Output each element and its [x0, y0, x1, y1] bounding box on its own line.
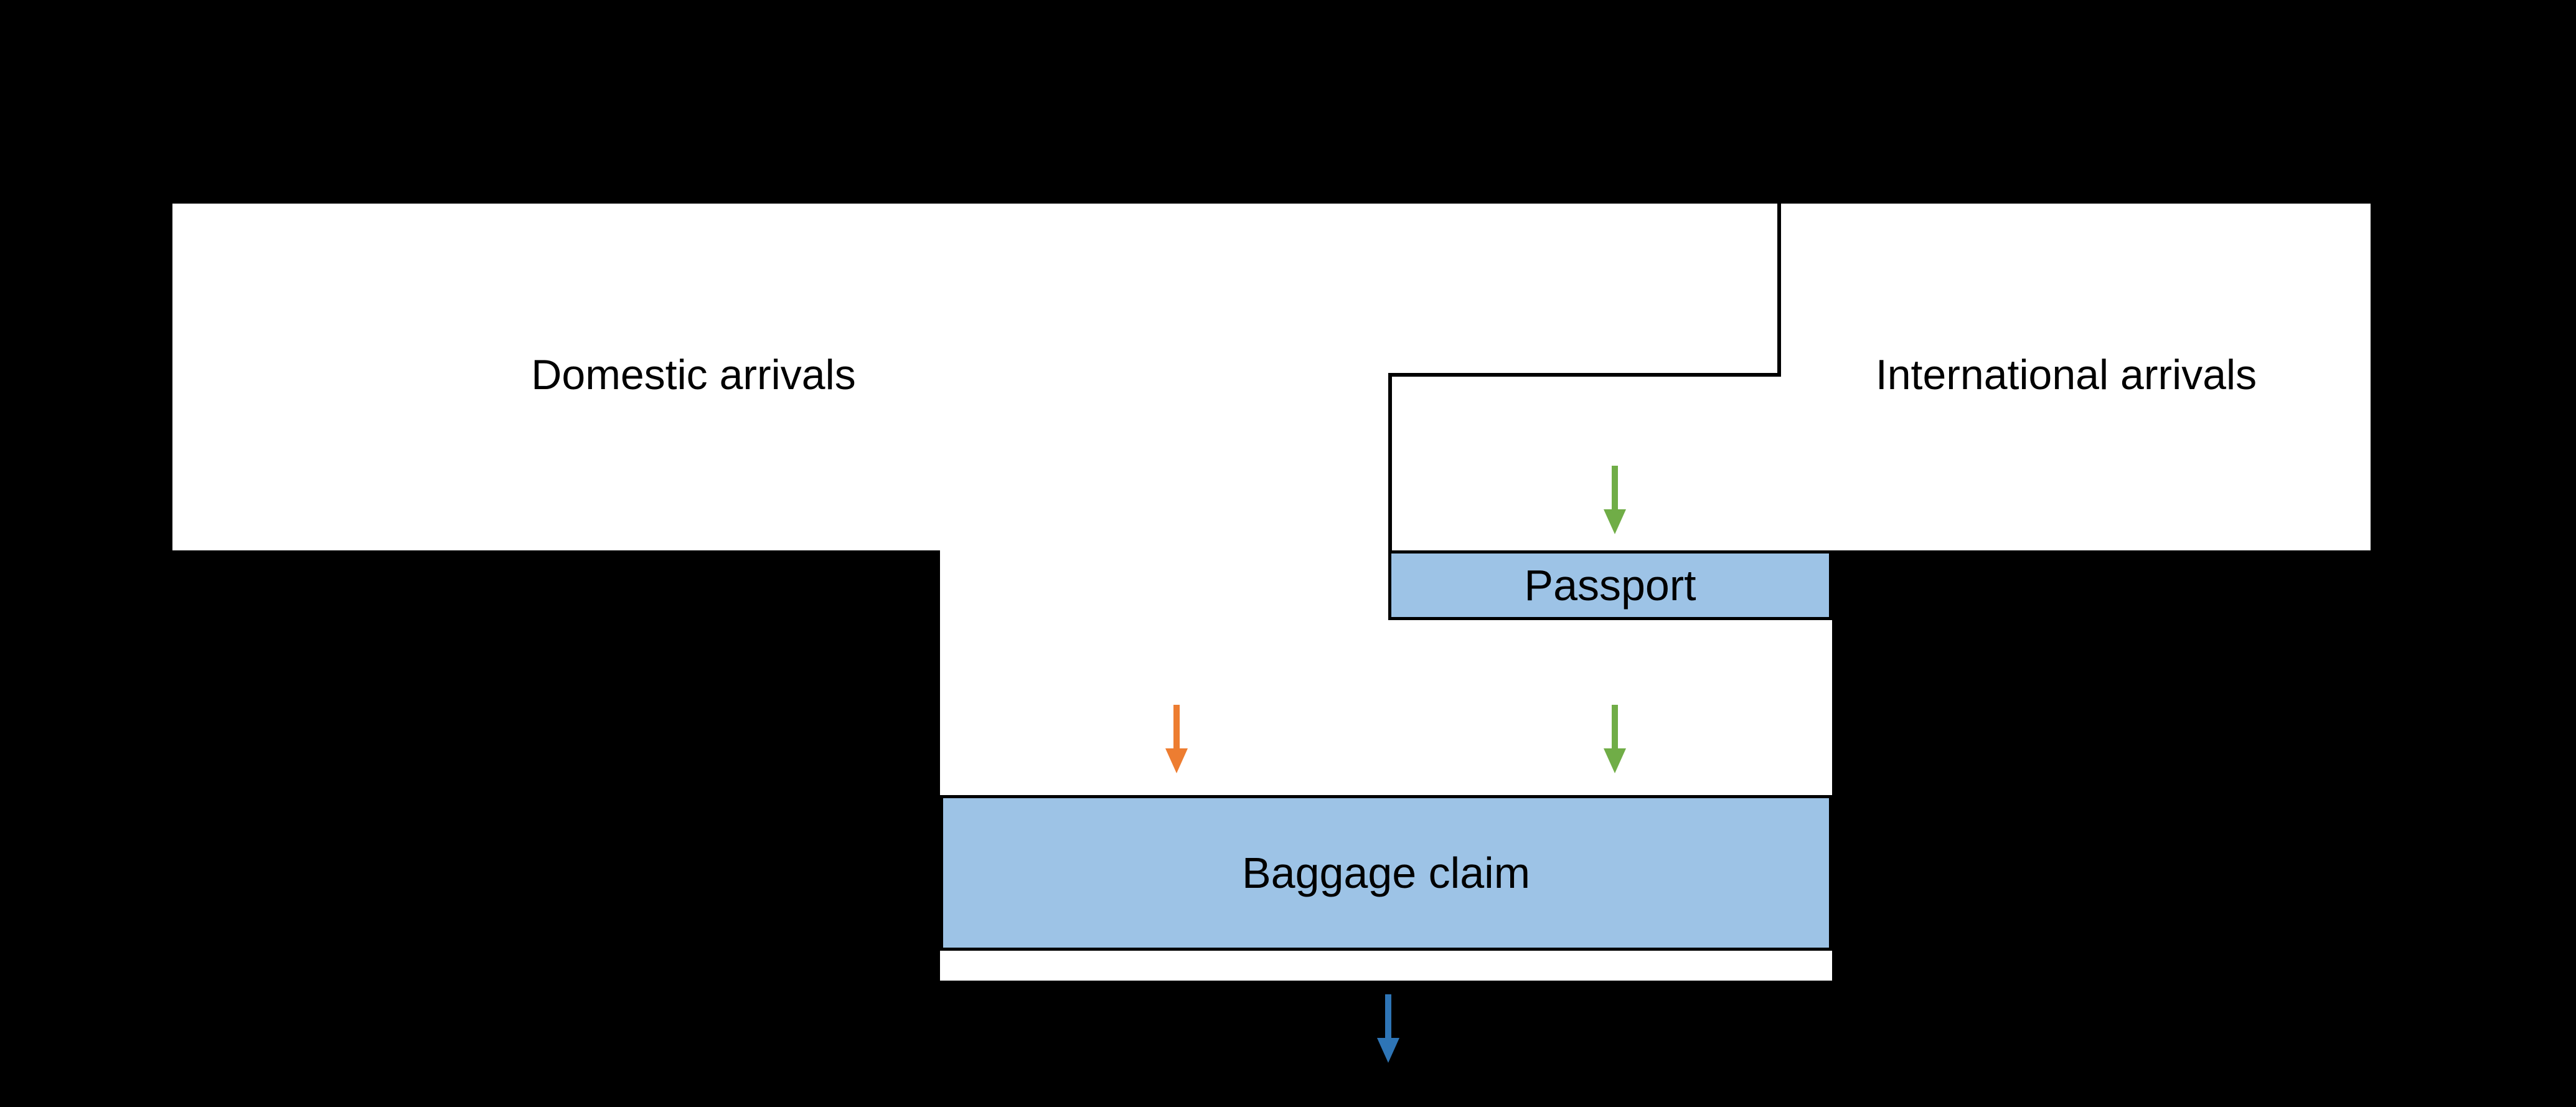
passport-control-box: Passport [1388, 550, 1832, 620]
passport-label: Passport [1524, 561, 1696, 610]
baggage-claim-box: Baggage claim [940, 795, 1832, 951]
arrivals-hall [172, 204, 2371, 550]
international-arrivals-label: International arrivals [1875, 351, 2257, 398]
down-arrow-icon [1604, 705, 1626, 773]
domestic-arrivals-label: Domestic arrivals [531, 351, 856, 398]
arrow-baggage-claim-exit [1377, 994, 1399, 1063]
arrow-passport-to-baggage-claim [1604, 705, 1626, 773]
down-arrow-icon [1165, 705, 1188, 773]
down-arrow-icon [1377, 994, 1399, 1063]
corridor-wall-left [1388, 373, 1392, 550]
corridor-wall-right [1777, 204, 1781, 377]
baggage-claim-label: Baggage claim [1241, 849, 1531, 897]
down-arrow-icon [1604, 466, 1626, 534]
arrow-international-to-passport [1604, 466, 1626, 534]
arrow-domestic-to-baggage-claim [1165, 705, 1188, 773]
corridor-wall-top [1388, 373, 1781, 377]
